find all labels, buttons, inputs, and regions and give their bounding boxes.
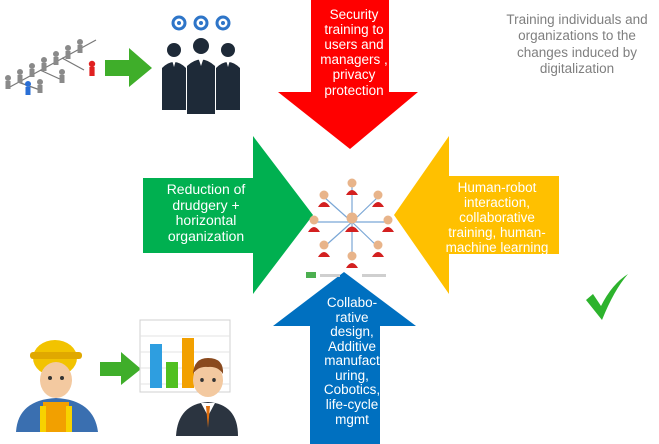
left-arrow <box>143 136 313 294</box>
caption-text: Training individuals and organizations t… <box>506 12 648 77</box>
right-arrow-text: Human-robot interaction, collaborative t… <box>445 180 549 256</box>
manager-bar-chart-icon <box>139 319 238 436</box>
right-arrow <box>394 136 559 294</box>
checkmark-icon <box>586 274 628 320</box>
small-arrow-icon <box>105 48 152 87</box>
org-chart-figures-icon <box>5 39 97 95</box>
business-team-gears-icon <box>162 15 240 114</box>
bottom-arrow <box>273 272 416 444</box>
people-network-icon <box>306 178 394 278</box>
small-arrow-icon <box>100 352 141 385</box>
top-arrow <box>278 0 418 149</box>
left-arrow-text: Reduction of drudgery + horizontal organ… <box>166 181 246 245</box>
top-arrow-text: Security training to users and managers … <box>320 7 388 98</box>
bottom-arrow-text: Collabo-rative design, Additive manufact… <box>323 295 381 427</box>
construction-worker-icon <box>16 340 98 432</box>
